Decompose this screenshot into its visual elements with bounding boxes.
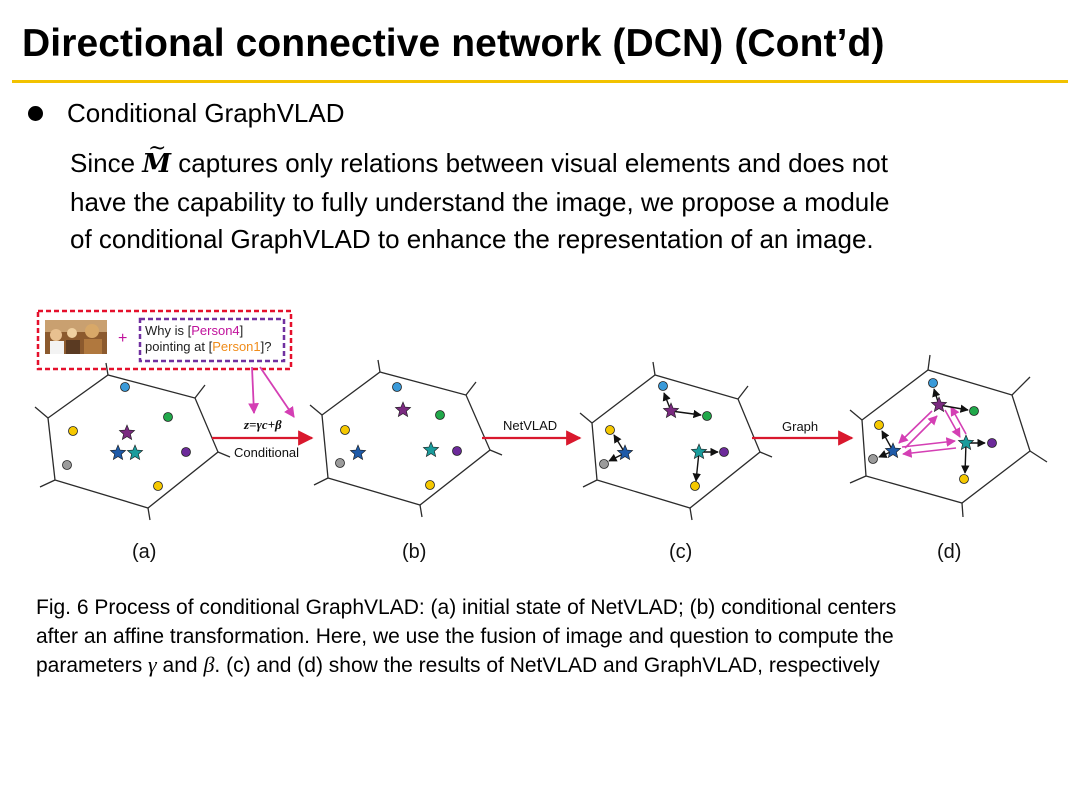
panel-label-c: (c) <box>669 541 692 563</box>
paragraph-line-1-end: captures only relations between visual e… <box>171 148 888 178</box>
center-star-icon <box>422 441 440 458</box>
point-green <box>163 412 173 422</box>
condition-arrow-2 <box>259 366 295 418</box>
paragraph-line-3: of conditional GraphVLAD to enhance the … <box>70 224 874 254</box>
center-star-icon <box>349 444 367 461</box>
bullet-dot-icon <box>28 106 43 121</box>
center-star <box>349 444 367 461</box>
center-star <box>884 442 902 459</box>
center-star-icon <box>884 442 902 459</box>
center-star <box>957 434 975 451</box>
point-yellow-2 <box>153 481 163 491</box>
panel-c <box>579 361 773 521</box>
center-star <box>690 443 708 460</box>
conditional-label: Conditional <box>234 445 299 460</box>
figure-caption: Fig. 6 Process of conditional GraphVLAD:… <box>36 594 1056 681</box>
panel-b <box>309 359 503 518</box>
matrix-symbol-letter: M <box>142 149 172 179</box>
body-paragraph: Since ~M captures only relations between… <box>70 136 1060 259</box>
slide-title: Directional connective network (DCN) (Co… <box>22 22 885 65</box>
point-gray <box>62 460 72 470</box>
panel-label-b: (b) <box>402 541 426 563</box>
matrix-symbol: ~M <box>142 136 172 184</box>
center-star-icon <box>118 424 136 441</box>
center-star <box>930 396 948 413</box>
point-blue <box>120 382 130 392</box>
panel-label-a: (a) <box>132 541 156 563</box>
graph-label: Graph <box>782 419 818 434</box>
formula-label: z=γc+β <box>243 417 282 432</box>
center-star <box>394 401 412 418</box>
center-star <box>662 402 680 419</box>
question-dashed-box <box>138 317 286 363</box>
point-purple <box>181 447 191 457</box>
netvlad-label: NetVLAD <box>503 418 557 433</box>
center-star-icon <box>394 401 412 418</box>
center-star-icon <box>126 444 144 461</box>
center-star-icon <box>109 444 127 461</box>
center-star-icon <box>690 443 708 460</box>
tilde-icon: ~ <box>147 136 167 161</box>
center-star <box>422 441 440 458</box>
caption-line-3-end: . (c) and (d) show the results of NetVLA… <box>214 654 880 677</box>
paragraph-line-1: Since ~M captures only relations between… <box>70 136 1060 184</box>
caption-line-3-start: parameters <box>36 654 149 677</box>
paragraph-line-2: have the capability to fully understand … <box>70 186 890 217</box>
caption-line-3: parameters γ and β. (c) and (d) show the… <box>36 651 1056 681</box>
bullet-item: Conditional GraphVLAD <box>28 98 345 129</box>
caption-line-3-mid: and <box>156 654 204 677</box>
center-star <box>109 444 127 461</box>
center-star-icon <box>930 396 948 413</box>
graphvlad-figure: + Why is [Person4] pointing at [Person1]… <box>34 309 1048 563</box>
plus-sign: + <box>118 330 127 347</box>
question-line-2: pointing at [Person1]? <box>145 339 271 354</box>
paragraph-line-1-start: Since <box>70 148 143 178</box>
panel-a <box>34 362 231 521</box>
center-star-icon <box>616 444 634 461</box>
input-photo-thumbnail <box>45 320 107 354</box>
bullet-label: Conditional GraphVLAD <box>67 98 345 128</box>
center-star-icon <box>957 434 975 451</box>
center-star-icon <box>662 402 680 419</box>
input-dashed-box <box>36 309 293 371</box>
center-star <box>126 444 144 461</box>
point-yellow <box>68 426 78 436</box>
center-star <box>616 444 634 461</box>
center-star <box>118 424 136 441</box>
caption-line-2: after an affine transformation. Here, we… <box>36 624 894 648</box>
title-underline <box>12 80 1068 83</box>
gamma-symbol: γ <box>148 652 157 677</box>
question-line-1: Why is [Person4] <box>145 323 243 338</box>
beta-symbol: β <box>203 652 215 677</box>
panel-d <box>849 354 1048 518</box>
caption-line-1: Fig. 6 Process of conditional GraphVLAD:… <box>36 596 897 619</box>
condition-arrow-1 <box>248 366 259 415</box>
panel-label-d: (d) <box>937 541 961 563</box>
